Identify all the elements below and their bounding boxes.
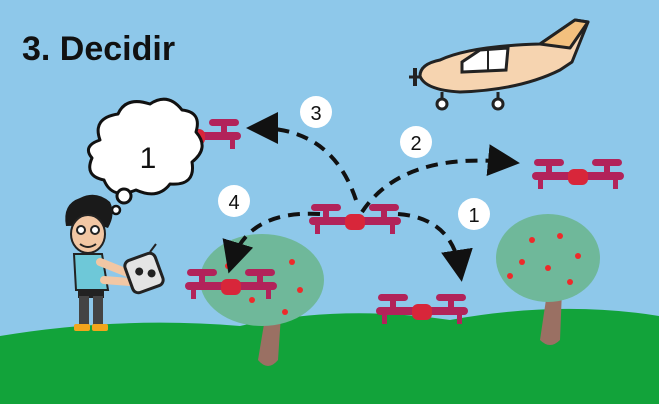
step-badge-1-label: 1 (468, 205, 479, 227)
step-badge-1: 1 (458, 198, 490, 230)
step-badge-2-label: 2 (410, 133, 421, 155)
thought-label: 1 (140, 142, 157, 175)
page-title: 3. Decidir (22, 30, 175, 69)
step-badge-3: 3 (300, 96, 332, 128)
step-badge-4-label: 4 (228, 192, 239, 214)
step-badge-3-label: 3 (310, 103, 321, 125)
step-badge-4: 4 (218, 185, 250, 217)
step-badge-2: 2 (400, 126, 432, 158)
